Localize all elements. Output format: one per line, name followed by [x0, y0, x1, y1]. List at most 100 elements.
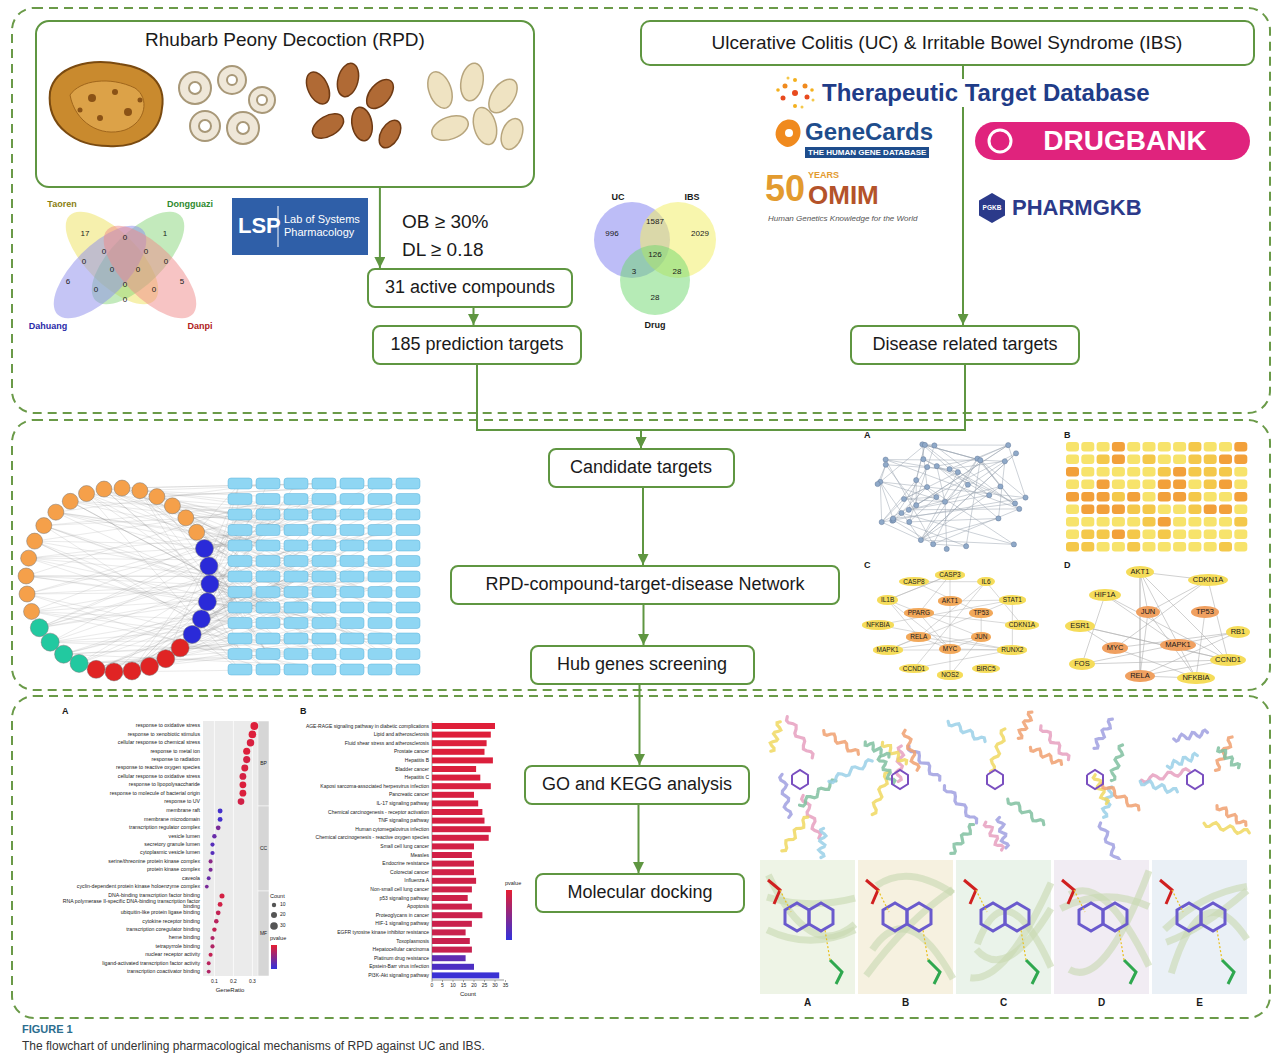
protein-helix [1140, 781, 1177, 792]
network-target [312, 494, 336, 505]
ligand-ring [1005, 903, 1029, 931]
protein-helix [1167, 754, 1197, 769]
rhubarb-image [70, 81, 144, 132]
panel-letter: D [1098, 997, 1105, 1009]
database-logo: Therapeutic Target Database [820, 79, 1152, 107]
panel-letter: B [1064, 430, 1071, 440]
ppi-grid-node [1173, 455, 1186, 465]
ppi-node [942, 499, 947, 504]
residue-stick [866, 880, 878, 904]
axis-tick-mark [453, 980, 454, 982]
ligand-ring [981, 903, 1005, 931]
flow-connector [643, 605, 645, 645]
network-link [39, 515, 408, 628]
axis-tick: 0.3 [249, 979, 256, 985]
ppi-edge [1140, 572, 1141, 676]
protein-helix [1099, 823, 1120, 864]
venn-count: 0 [102, 247, 106, 256]
network-link [56, 512, 324, 638]
docking-closeup [956, 860, 1051, 994]
network-link [114, 484, 324, 672]
network-link [64, 561, 408, 654]
genecards-logo-icon [785, 129, 793, 137]
figure-caption: The flowchart of underlining pharmacolog… [22, 1040, 485, 1054]
kegg-term: p53 signaling pathway [380, 896, 429, 901]
ppi-edge [880, 445, 925, 482]
ppi-node [1012, 501, 1017, 506]
facet-label: MF [260, 931, 267, 937]
ppi-grid-node [1173, 492, 1186, 502]
hydrogen-bond [1172, 890, 1183, 912]
ppi-grid-node [1066, 467, 1079, 477]
venn-count: 0 [136, 265, 140, 274]
ppi-grid-node [1219, 542, 1232, 552]
protein-helix [1217, 806, 1246, 826]
go-term: membrane raft [166, 808, 200, 813]
peony-bark-image [179, 66, 275, 144]
network-target [396, 478, 420, 489]
peach-kernel-image [302, 68, 334, 107]
network-link [27, 499, 408, 594]
ppi-grid-node [1066, 455, 1079, 465]
gene-node-label: NFKBIA [1177, 672, 1214, 684]
network-target [256, 633, 280, 644]
kegg-term: Bladder cancer [395, 767, 429, 772]
peony-bark-image [218, 66, 246, 94]
ppi-grid-node [1112, 467, 1125, 477]
ppi-edge [1082, 660, 1228, 664]
network-target [312, 618, 336, 629]
gene-node-label: TP53 [1191, 606, 1219, 618]
ppi-grid-node [1188, 530, 1201, 540]
go-term: cellular response to oxidative stress [118, 774, 200, 779]
ttd-logo-icon [776, 88, 780, 92]
ppi-grid-node [1173, 467, 1186, 477]
ppi-grid-node [1066, 442, 1079, 452]
protein-helix [991, 729, 1005, 772]
ppi-grid-node [1158, 542, 1171, 552]
axis-tick-mark [432, 980, 433, 982]
process-box: 185 prediction targets [372, 325, 581, 365]
grid-line [214, 721, 215, 806]
ppi-grid-node [1143, 505, 1156, 515]
protein-ribbon [976, 908, 1051, 959]
ppi-grid-node [1127, 467, 1140, 477]
network-target [340, 587, 364, 598]
ppi-edge [904, 487, 927, 499]
network-compound [21, 550, 37, 566]
gene-node-label: BIRC5 [972, 664, 999, 673]
network-link [39, 530, 380, 628]
ppi-node [1017, 506, 1022, 511]
process-box: Disease related targets [850, 325, 1080, 365]
ppi-grid-node [1219, 455, 1232, 465]
ppi-grid-node [1173, 480, 1186, 490]
network-target [340, 664, 364, 675]
network-link [26, 576, 352, 623]
ppi-grid-node [1234, 455, 1247, 465]
network-target [284, 540, 308, 551]
ppi-grid-node [1188, 505, 1201, 515]
ppi-grid-node [1204, 542, 1217, 552]
ppi-edge [1196, 612, 1205, 678]
ligand-ring [1201, 903, 1225, 931]
ppi-grid-node [1234, 530, 1247, 540]
ppi-node [965, 482, 970, 487]
ppi-node [883, 462, 888, 467]
residue-stick [1124, 960, 1136, 984]
kegg-term: Prostate cancer [394, 749, 429, 754]
pharmgkb-logo-icon [979, 193, 1005, 223]
ppi-node [931, 542, 936, 547]
go-dot [241, 765, 248, 772]
network-target [340, 525, 364, 536]
axis-tick-mark [495, 980, 496, 982]
network-target [284, 587, 308, 598]
ppi-grid-node [1127, 542, 1140, 552]
gene-node-label: IL6 [977, 577, 994, 586]
gene-node-label: CASP3 [935, 570, 964, 579]
kegg-term: Measles [410, 853, 429, 858]
network-link [114, 546, 408, 672]
network-target [396, 664, 420, 675]
ttd-logo-icon [776, 77, 814, 109]
network-compound [105, 663, 123, 681]
ppi-grid-node [1066, 530, 1079, 540]
protein-helix [829, 760, 872, 783]
